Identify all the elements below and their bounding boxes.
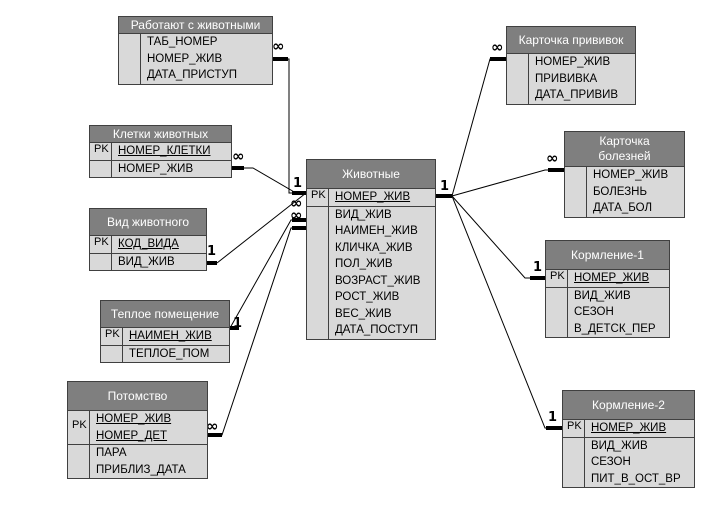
end-tick <box>292 191 306 195</box>
link-zhivotnye-privivki <box>436 58 506 197</box>
attribute: НОМЕР_ЖИВ <box>593 169 669 181</box>
end-tick <box>490 57 506 61</box>
attribute: СЕЗОН <box>591 456 631 468</box>
entity-kormlenie2[interactable]: Кормление-2 PK НОМЕР_ЖИВ ВИД_ЖИВ СЕЗОН П… <box>562 390 695 488</box>
attribute: КЛИЧКА_ЖИВ <box>335 241 413 254</box>
attribute: ВИД_ЖИВ <box>118 255 175 268</box>
attribute: ВИД_ЖИВ <box>574 289 631 302</box>
link-zhivotnye-kormlenie2 <box>436 195 562 429</box>
entity-vid[interactable]: Вид животного PK КОД_ВИДА ВИД_ЖИВ <box>89 208 207 271</box>
entity-zhivotnye[interactable]: Животные PK НОМЕР_ЖИВ ВИД_ЖИВ НАИМЕН_ЖИВ… <box>306 159 436 340</box>
attribute: ТАБ_НОМЕР <box>147 36 218 48</box>
attribute: ВЕС_ЖИВ <box>335 307 392 320</box>
end-tick <box>232 166 244 170</box>
attribute: НАИМЕН_ЖИВ <box>335 225 418 237</box>
attributes: ТАБ_НОМЕР НОМЕР_ЖИВ ДАТА_ПРИСТУП <box>141 34 272 84</box>
pk-label: PK <box>546 270 568 287</box>
entity-privivki[interactable]: Карточка прививок НОМЕР_ЖИВ ПРИВИВКА ДАТ… <box>506 26 636 105</box>
entity-title: Клетки животных <box>90 126 231 143</box>
entity-title: Теплое помещение <box>101 301 229 328</box>
attribute: СЕЗОН <box>574 306 614 318</box>
cardinality-many: ∞ <box>546 149 559 167</box>
primary-key: НОМЕР_ЖИВ <box>591 422 667 434</box>
link-rabotayut-zhivotnye <box>272 58 306 194</box>
primary-key: НОМЕР_ЖИВ <box>574 272 650 284</box>
entity-title: Потомство <box>68 382 207 411</box>
primary-key: НОМЕР_ДЕТ <box>96 429 168 442</box>
attribute: НОМЕР_ЖИВ <box>118 162 194 175</box>
entity-teploe[interactable]: Теплое помещение PK НАИМЕН_ЖИВ ТЕПЛОЕ_ПО… <box>100 300 230 363</box>
entity-title: Вид животного <box>90 209 206 236</box>
entity-title: Кормление-1 <box>546 241 669 270</box>
entity-kormlenie1[interactable]: Кормление-1 PK НОМЕР_ЖИВ ВИД_ЖИВ СЕЗОН В… <box>545 240 670 338</box>
pk-label: PK <box>90 236 112 253</box>
attribute: ТЕПЛОЕ_ПОМ <box>129 347 210 360</box>
cardinality-many: ∞ <box>272 37 285 55</box>
entity-title: Кормление-2 <box>563 391 694 420</box>
end-tick <box>292 226 306 230</box>
cardinality-many: ∞ <box>206 417 219 435</box>
pk-label: PK <box>563 420 585 437</box>
end-tick <box>272 57 288 61</box>
attribute: ВИД_ЖИВ <box>591 439 648 452</box>
attribute: В_ДЕТСК_ПЕР <box>574 322 656 335</box>
primary-key: НОМЕР_ЖИВ <box>96 413 172 425</box>
attribute: ПИТ_В_ОСТ_ВР <box>591 472 681 485</box>
end-tick <box>207 261 217 265</box>
link-vid-zhivotnye <box>216 192 307 264</box>
end-tick <box>208 433 222 437</box>
attribute: ДАТА_БОЛ <box>593 202 653 214</box>
end-tick <box>530 276 545 280</box>
entity-kletki[interactable]: Клетки животных PK НОМЕР_КЛЕТКИ НОМЕР_ЖИ… <box>89 125 232 178</box>
entity-title: Работают с животными <box>119 17 272 34</box>
attribute: ПРИБЛИЗ_ДАТА <box>96 463 186 476</box>
link-zhivotnye-kormlenie1 <box>436 195 545 279</box>
attribute: ПАРА <box>96 447 127 459</box>
attribute: ДАТА_ПОСТУП <box>335 324 418 336</box>
attribute: ВИД_ЖИВ <box>335 208 392 221</box>
attribute: ДАТА_ПРИСТУП <box>147 69 237 81</box>
pk-label: PK <box>68 411 90 444</box>
end-tick <box>546 426 562 430</box>
entity-title: Карточка прививок <box>507 27 635 54</box>
attribute: ПРИВИВКА <box>535 72 598 85</box>
attribute: НОМЕР_ЖИВ <box>147 52 223 65</box>
cardinality-many: ∞ <box>290 194 303 212</box>
primary-key: КОД_ВИДА <box>118 238 179 250</box>
end-tick <box>548 168 564 172</box>
cardinality-one: 1 <box>533 260 543 275</box>
cardinality-one: 1 <box>293 176 303 191</box>
primary-key: НОМЕР_КЛЕТКИ <box>118 145 211 157</box>
cardinality-one: 1 <box>233 316 243 331</box>
cardinality-many: ∞ <box>491 38 504 56</box>
attribute: РОСТ_ЖИВ <box>335 291 400 303</box>
cardinality-one: 1 <box>548 410 558 425</box>
attribute: ПОЛ_ЖИВ <box>335 258 393 270</box>
cardinality-many: ∞ <box>290 206 303 224</box>
entity-bolezni[interactable]: Карточка болезней НОМЕР_ЖИВ БОЛЕЗНЬ ДАТА… <box>564 131 685 218</box>
link-teploe-zhivotnye <box>229 219 306 329</box>
pk-label: PK <box>90 143 112 160</box>
attribute: ДАТА_ПРИВИВ <box>535 89 619 101</box>
end-tick <box>436 194 452 198</box>
pk-label: PK <box>101 328 123 345</box>
primary-key: НАИМЕН_ЖИВ <box>129 330 212 342</box>
pk-label: PK <box>307 189 329 206</box>
end-tick <box>230 326 239 330</box>
primary-key: НОМЕР_ЖИВ <box>335 191 411 203</box>
attribute: НОМЕР_ЖИВ <box>535 56 611 68</box>
entity-title: Животные <box>307 160 435 189</box>
attribute: ВОЗРАСТ_ЖИВ <box>335 274 421 287</box>
entity-title: Карточка болезней <box>565 132 684 167</box>
entity-rabotayut[interactable]: Работают с животными ТАБ_НОМЕР НОМЕР_ЖИВ… <box>118 16 273 85</box>
attribute: БОЛЕЗНЬ <box>593 185 647 198</box>
entity-potomstvo[interactable]: Потомство PK НОМЕР_ЖИВ НОМЕР_ДЕТ ПАРА ПР… <box>67 381 208 479</box>
cardinality-one: 1 <box>440 179 450 194</box>
end-tick <box>292 218 306 222</box>
cardinality-many: ∞ <box>232 147 245 165</box>
cardinality-one: 1 <box>207 244 217 259</box>
